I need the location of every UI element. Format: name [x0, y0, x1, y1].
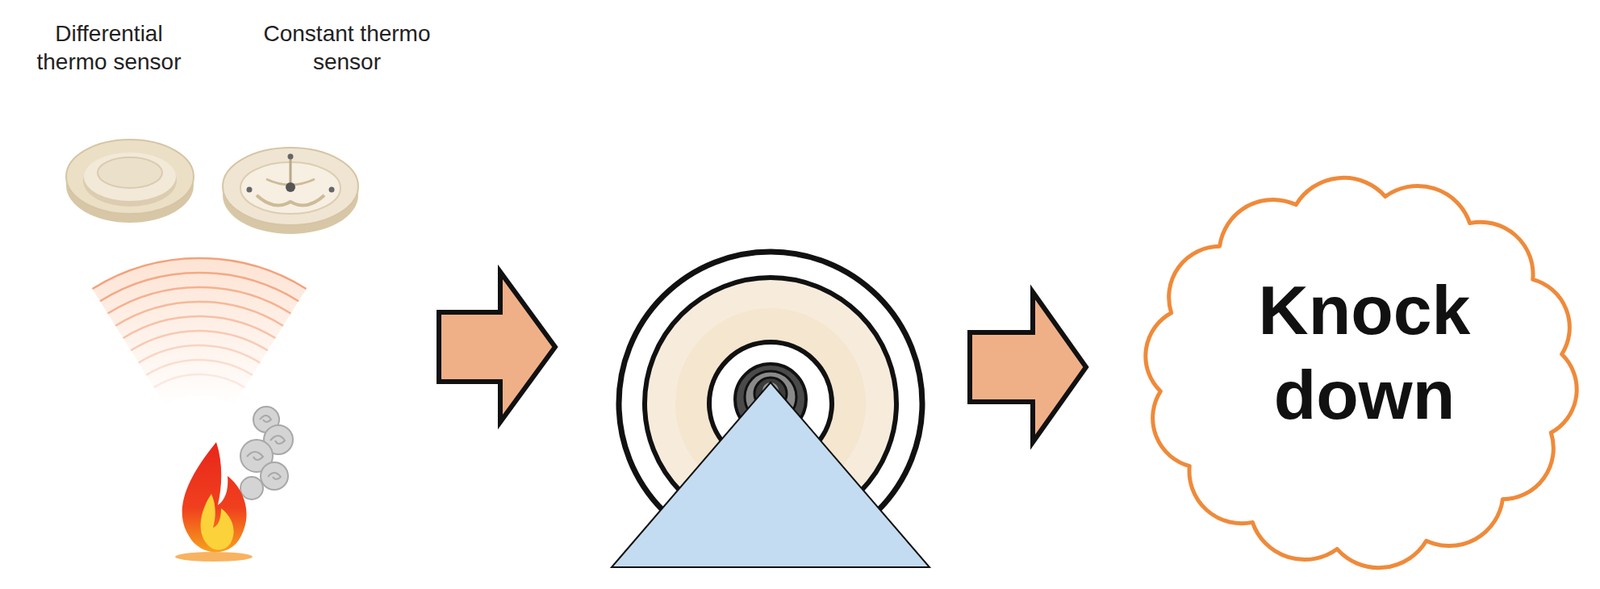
sensor-label: Differential thermo sensor: [20, 19, 198, 76]
heat-fan: [92, 258, 307, 406]
heat-wave: [115, 301, 284, 326]
cloud-outline: [1145, 177, 1577, 568]
constant-sensor-icon: [222, 147, 359, 234]
heat-wave: [154, 374, 245, 388]
sensor-node: Constant thermo sensor: [258, 19, 436, 76]
sensor-node: Differential thermo sensor: [20, 19, 198, 76]
sensor-label: Constant thermo sensor: [258, 19, 436, 76]
flame: [175, 442, 253, 562]
heat-waves: [92, 258, 307, 406]
smoke: [240, 406, 293, 500]
result-text: Knock down: [1235, 267, 1494, 478]
heat-wave: [108, 287, 292, 314]
block-arrow: [969, 292, 1087, 443]
result-cloud: Knock down: [1122, 158, 1600, 587]
block-arrow: [438, 271, 556, 422]
heat-wave: [123, 316, 276, 339]
nozzle-icon: [611, 251, 930, 568]
heat-wave: [130, 330, 268, 351]
differential-sensor-icon: [66, 139, 194, 223]
heat-wave: [146, 359, 252, 376]
